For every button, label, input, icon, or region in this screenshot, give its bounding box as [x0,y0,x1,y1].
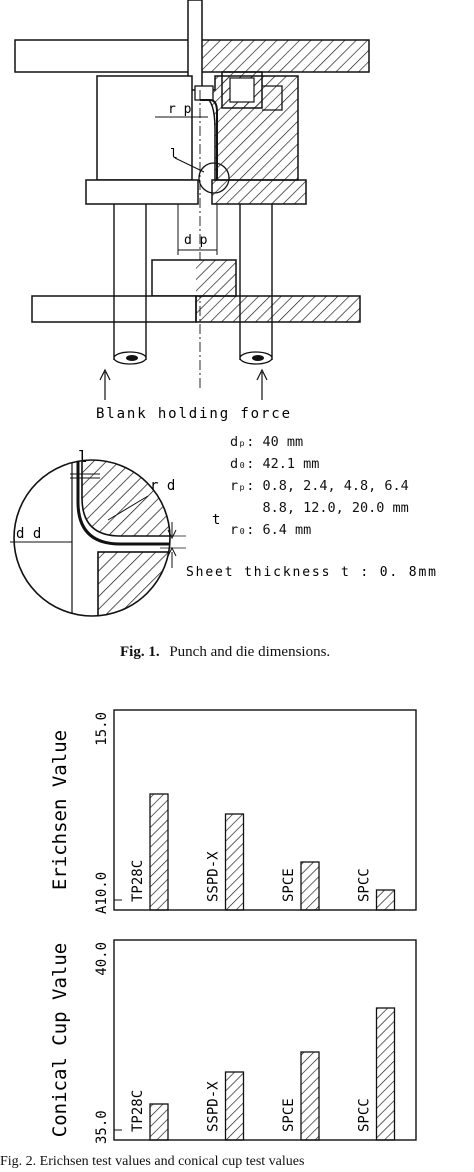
holder-left [85,179,199,205]
l-label: l [170,147,178,162]
bar [300,1051,320,1141]
detail-drawing: l r d d d t Sheet thickness t : 0. 8mm [10,447,436,617]
y-tick-bottom: A10.0 [94,872,110,914]
holder-right [211,179,307,205]
top-plate-right [196,39,370,73]
bar [224,813,245,911]
spec-dd: d₀: 42.1 mm [230,456,320,472]
dd-label: d d [16,526,41,542]
detail-die [81,460,170,537]
bar [224,1071,245,1141]
category-label: SSPD-X [206,1081,222,1132]
die-insert-core [229,77,255,103]
die-left [96,75,193,181]
top-plate-left [14,39,198,73]
spec-rd: r₀: 6.4 mm [230,522,312,538]
category-label: TP28C [130,1090,146,1132]
category-label: SPCC [357,868,373,902]
y-tick-top: 40.0 [94,942,110,976]
detail-punch [97,551,170,616]
spec-dp: dₚ: 40 mm [230,434,304,450]
spec-rp-line2: 8.8, 12.0, 20.0 mm [230,500,409,516]
sheet-curve [200,99,218,180]
sheet-thickness-label: Sheet thickness t : 0. 8mm [186,565,436,580]
fig1-caption-number: Fig. 1. [120,644,160,660]
fig2-caption: Fig. 2. Erichsen test values and conical… [0,1154,305,1169]
conical-cup-chart: Conical Cup Value 40.0 35.0 TP28C SSPD-X SPCE… [49,939,417,1144]
detail-outline [13,459,171,617]
bar [149,793,169,911]
rd-label: r d [150,478,175,494]
dp-label: d p [184,233,208,248]
die-drawing: r p l d p Blank holding force [14,0,370,422]
y-axis-label: Erichsen Value [49,730,71,890]
arrow-right [256,368,268,400]
category-label: SPCE [281,868,297,902]
rp-label: r p [168,102,192,117]
pin-left [113,204,147,365]
bottom-plate-right [195,295,361,323]
y-tick-top: 15.0 [94,712,110,746]
fig1-caption: Fig. 1. Punch and die dimensions. [120,644,330,661]
plot-frame [113,939,417,1141]
plot-frame [113,709,417,911]
bar [375,889,396,911]
bar [300,861,320,911]
y-tick-bottom: 35.0 [94,1110,110,1144]
bar [375,1007,396,1141]
detail-sheet [76,460,170,546]
category-label: TP28C [130,860,146,902]
category-label: SSPD-X [206,851,222,902]
blank-holding-label: Blank holding force [96,406,290,422]
category-label: SPCC [357,1098,373,1132]
arrow-left [99,368,111,400]
fig1-caption-text: Punch and die dimensions. [169,644,331,660]
spec-rp-line1: rₚ: 0.8, 2.4, 4.8, 6.4 [230,478,409,494]
l-detail-label: l [78,447,88,466]
t-label: t [212,512,220,528]
category-label: SPCE [281,1098,297,1132]
pin-right [239,204,273,365]
bar [149,1103,169,1141]
y-axis-label: Conical Cup Value [49,943,71,1137]
